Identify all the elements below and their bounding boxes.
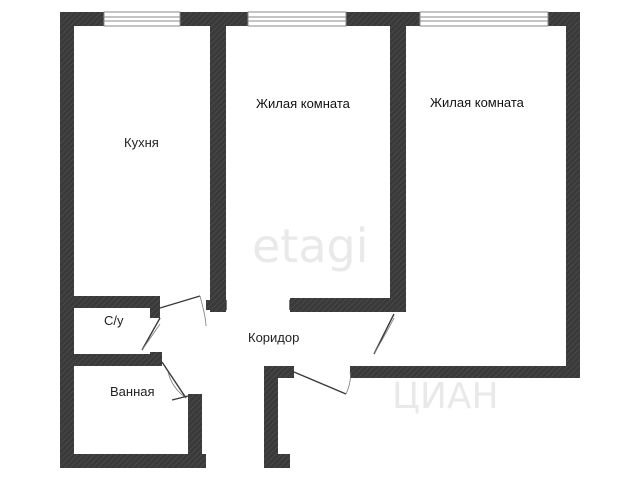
window-living-1 [247,11,347,27]
door-entrance [293,371,351,395]
door-wc [141,317,161,351]
window-kitchen [103,11,181,27]
door-kitchen [159,295,207,327]
internal-walls [60,12,406,468]
window-living-2 [419,11,549,27]
room-label-living-2: Жилая комната [430,95,525,110]
room-label-wc: С/у [104,313,124,328]
watermark-cian: ЦИАН [392,376,499,417]
room-label-bathroom: Ванная [110,384,155,399]
room-label-corridor: Коридор [248,330,299,345]
door-living-1 [225,300,291,310]
room-label-living-1: Жилая комната [256,96,351,111]
door-living-2 [373,313,395,355]
door-bathroom [161,361,189,401]
room-label-kitchen: Кухня [124,135,159,150]
watermark-etagi: etagi [252,219,369,273]
